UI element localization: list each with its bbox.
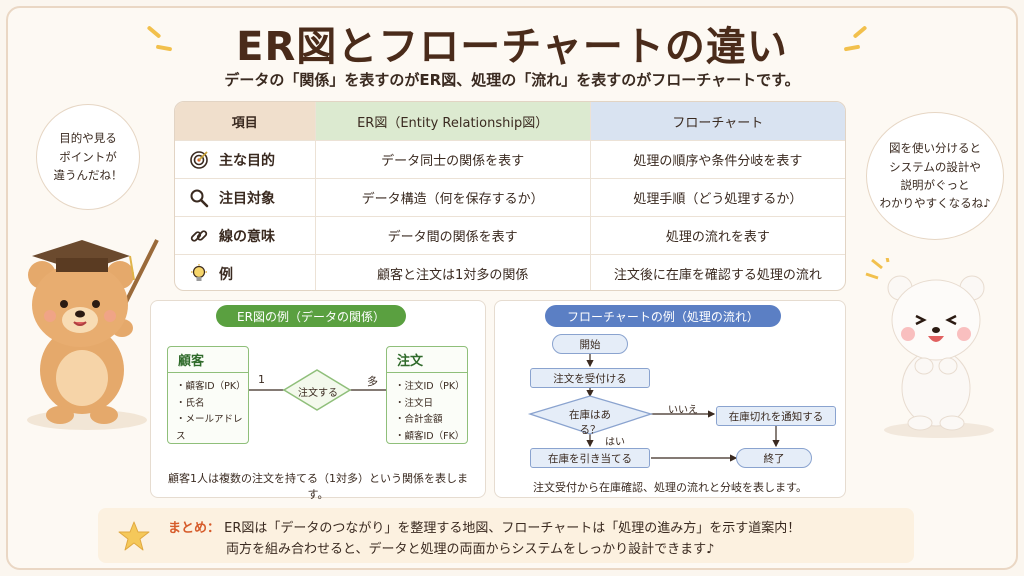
bubble-line: 違うんだね！ (53, 168, 123, 183)
page-subtitle: データの「関係」を表すのがER図、処理の「流れ」を表すのがフローチャートです。 (224, 71, 800, 89)
cardinality-many: 多 (367, 375, 378, 388)
er-cell: 顧客と注文は1対多の関係 (314, 255, 590, 290)
summary-line-1: まとめ： ER図は「データのつながり」を整理する地図、フローチャートは「処理の進… (168, 517, 800, 536)
bubble-line: 説明がぐっと (900, 178, 970, 192)
flowchart-caption: 注文受付から在庫確認、処理の流れと分岐を表します。 (533, 481, 807, 494)
bear-teacher-illustration (27, 239, 159, 430)
table-header-row: 項目 ER図（Entity Relationship図） フローチャート (175, 102, 845, 140)
summary-text-1: ER図は「データのつながり」を整理する地図、フローチャートは「処理の進み方」を示… (224, 521, 801, 536)
er-relationship-lines (249, 369, 386, 411)
entity-field: ・顧客ID（PK） (176, 381, 246, 392)
entity-field: ・氏名 (176, 397, 205, 409)
table-row: 注目対象 データ構造（何を保存するか） 処理手順（どう処理するか） (175, 178, 845, 216)
bubble-line: ポイントが (59, 149, 117, 164)
flow-end: 終了 (736, 448, 812, 468)
bubble-line: わかりやすくなるね♪ (879, 196, 991, 211)
link-icon (190, 229, 208, 242)
page-title: ER図とフローチャートの違い (236, 24, 788, 70)
bubble-line: 目的や見る (59, 131, 117, 146)
flowchart-example-title: フローチャートの例（処理の流れ） (545, 305, 781, 327)
summary-label: まとめ： (168, 521, 221, 536)
flow-receive-order: 注文を受付ける (530, 368, 650, 388)
row-label: 主な目的 (219, 152, 275, 169)
row-label: 線の意味 (219, 228, 275, 245)
entity-field: ・合計金額 (395, 414, 443, 426)
customer-entity: 顧客 ・顧客ID（PK） ・氏名 ・メールアドレス (167, 346, 249, 444)
row-label: 注目対象 (219, 190, 275, 207)
table-row: 例 顧客と注文は1対多の関係 注文後に在庫を確認する処理の流れ (175, 254, 845, 290)
row-head: 主な目的 (175, 141, 315, 178)
flow-allocate-stock: 在庫を引き当てる (530, 448, 650, 468)
row-head: 注目対象 (175, 179, 315, 216)
summary-box (98, 508, 914, 563)
relationship-diamond (282, 369, 352, 411)
star-icon (118, 521, 150, 551)
entity-field: ・注文日 (395, 397, 434, 409)
entity-field: ・メールアドレス (176, 414, 243, 442)
er-cell: データ間の関係を表す (314, 217, 590, 254)
table-row: 線の意味 データ間の関係を表す 処理の流れを表す (175, 216, 845, 254)
flow-cell: 注文後に在庫を確認する処理の流れ (589, 255, 845, 290)
speech-bubble-right: 図を使い分けると システムの設計や 説明がぐっと わかりやすくなるね♪ (866, 112, 1004, 240)
cardinality-one: 1 (258, 373, 265, 386)
flow-notify-out-of-stock: 在庫切れを通知する (716, 406, 836, 426)
white-bear-illustration (865, 258, 994, 438)
header-er: ER図（Entity Relationship図） (314, 102, 590, 140)
entity-name: 顧客 (168, 347, 248, 373)
summary-line-2: 両方を組み合わせると、データと処理の両面からシステムをしっかり設計できます♪ (226, 538, 714, 557)
er-example-title: ER図の例（データの関係） (216, 305, 406, 327)
bubble-line: システムの設計や (889, 159, 981, 174)
flow-cell: 処理の流れを表す (589, 217, 845, 254)
decision-diamond (527, 395, 654, 435)
flow-start: 開始 (552, 334, 628, 354)
entity-name: 注文 (387, 347, 467, 373)
order-entity: 注文 ・注文ID（PK） ・注文日 ・合計金額 ・顧客ID（FK） (386, 346, 468, 444)
flow-cell: 処理手順（どう処理するか） (589, 179, 845, 216)
row-label: 例 (219, 266, 233, 283)
entity-field: ・顧客ID（FK） (395, 430, 465, 442)
magnifier-icon (190, 189, 209, 207)
speech-bubble-left: 目的や見る ポイントが 違うんだね！ (36, 104, 140, 210)
flow-no-label: いいえ (668, 405, 698, 416)
er-caption: 顧客1人は複数の注文を持てる（1対多）という関係を表します。 (168, 472, 468, 501)
summary-text-2: 両方を組み合わせると、データと処理の両面からシステムをしっかり設計できます♪ (226, 542, 715, 557)
entity-field: ・注文ID（PK） (395, 381, 465, 392)
lightbulb-icon (191, 263, 207, 281)
row-head: 線の意味 (175, 217, 315, 254)
flowchart-arrows (527, 354, 780, 462)
er-cell: データ構造（何を保存するか） (314, 179, 590, 216)
target-icon (190, 150, 208, 169)
comparison-table: 項目 ER図（Entity Relationship図） フローチャート 主な目… (174, 101, 846, 291)
header-item: 項目 (175, 102, 315, 140)
relationship-label: 注文する (298, 388, 338, 399)
header-flowchart: フローチャート (589, 102, 845, 140)
row-head: 例 (175, 255, 315, 290)
er-cell: データ同士の関係を表す (314, 141, 590, 178)
flow-decision-label: 在庫はある？ (569, 409, 611, 436)
bubble-line: 図を使い分けると (889, 141, 981, 156)
table-row: 主な目的 データ同士の関係を表す 処理の順序や条件分岐を表す (175, 140, 845, 178)
flow-yes-label: はい (605, 437, 625, 448)
flow-cell: 処理の順序や条件分岐を表す (589, 141, 845, 178)
